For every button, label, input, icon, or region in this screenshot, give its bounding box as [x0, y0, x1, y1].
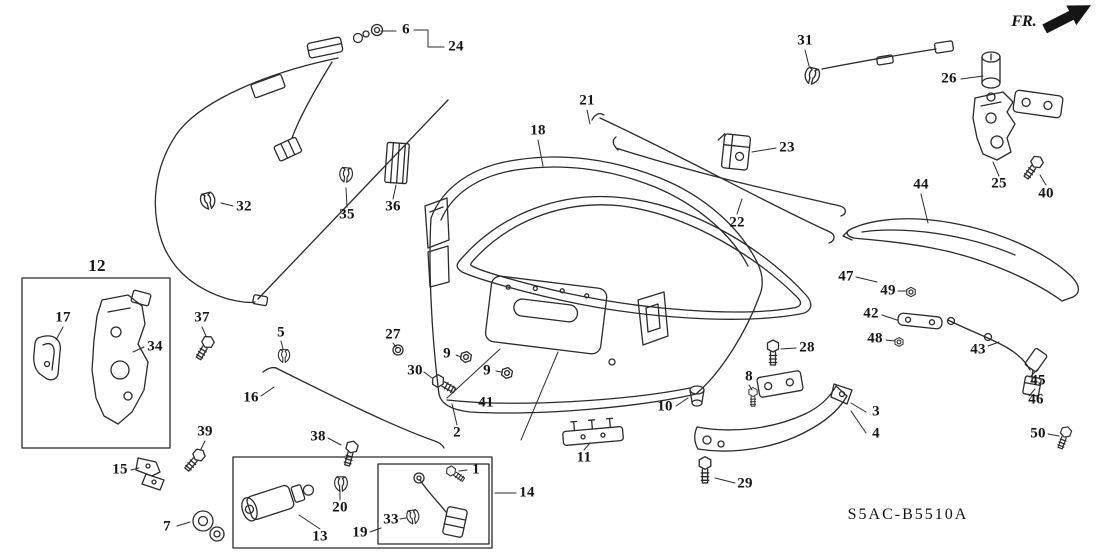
callout-42: 42 — [863, 305, 879, 322]
license-bracket — [562, 417, 624, 446]
callout-20: 20 — [332, 499, 348, 516]
striker — [33, 335, 61, 381]
callout-15: 15 — [112, 461, 128, 478]
fr-direction-arrow-icon — [1042, 5, 1091, 34]
callout-24: 24 — [448, 38, 464, 55]
callout-12: 12 — [88, 256, 106, 275]
callout-9a: 9 — [443, 345, 451, 362]
callout-47: 47 — [838, 268, 854, 285]
trunk-release-cable — [154, 23, 449, 307]
callout-34: 34 — [147, 338, 163, 355]
callout-30: 30 — [407, 362, 423, 379]
callout-2: 2 — [453, 424, 461, 441]
callout-21: 21 — [579, 92, 595, 109]
trunk-weatherstrip — [456, 195, 812, 320]
spoiler-group — [842, 218, 1080, 451]
grommet — [192, 510, 214, 532]
brake-light-harness — [947, 319, 1034, 382]
callout-9b: 9 — [483, 362, 491, 379]
callout-40: 40 — [1038, 185, 1054, 202]
small-brackets — [135, 457, 165, 491]
latch-assembly-box — [21, 277, 171, 449]
callout-3: 3 — [872, 403, 880, 420]
callout-16: 16 — [243, 389, 259, 406]
callout-25: 25 — [991, 175, 1007, 192]
callout-10: 10 — [657, 398, 673, 415]
callout-39: 39 — [197, 423, 213, 440]
callout-45: 45 — [1030, 372, 1046, 389]
callout-11: 11 — [576, 449, 592, 466]
lock-bracket — [972, 91, 1016, 161]
callout-28: 28 — [799, 339, 815, 356]
callout-1: 1 — [472, 461, 480, 478]
callout-8: 8 — [745, 368, 753, 385]
callout-32: 32 — [236, 198, 252, 215]
callout-27: 27 — [385, 326, 401, 343]
latch-23 — [717, 133, 752, 171]
trunk-hinge — [694, 339, 853, 484]
torsion-bars — [591, 113, 847, 244]
opener-connector — [442, 506, 468, 538]
license-plate-recess — [484, 275, 608, 355]
lock-cylinder — [981, 51, 1001, 102]
small-fasteners — [135, 141, 514, 542]
callout-44: 44 — [913, 176, 929, 193]
cable-connector — [273, 136, 303, 162]
trunk-pad — [384, 141, 410, 185]
callout-35: 35 — [339, 206, 355, 223]
diagram-code: S5AC-B5510A — [847, 506, 969, 523]
callout-5: 5 — [277, 324, 285, 341]
callout-33: 33 — [383, 511, 399, 528]
leader-lines — [55, 29, 1060, 533]
callout-22: 22 — [729, 214, 745, 231]
callout-50: 50 — [1030, 425, 1046, 442]
cable-clip-ring — [370, 23, 384, 37]
key-cylinder — [241, 484, 315, 522]
callout-37: 37 — [194, 309, 210, 326]
callout-38: 38 — [310, 428, 326, 445]
callout-6: 6 — [402, 21, 410, 38]
callout-49: 49 — [880, 282, 896, 299]
lock-cylinder-group — [717, 40, 1064, 182]
trunk-latch — [91, 289, 152, 425]
callout-36: 36 — [385, 198, 401, 215]
callout-4: 4 — [872, 425, 880, 442]
callout-19: 19 — [352, 524, 368, 541]
callout-48: 48 — [867, 330, 883, 347]
callout-13: 13 — [312, 528, 328, 545]
callout-29: 29 — [737, 475, 753, 492]
callout-41: 41 — [478, 394, 494, 411]
callout-17: 17 — [55, 309, 71, 326]
key-cylinder-box — [232, 456, 493, 549]
callout-14: 14 — [519, 484, 535, 501]
callout-46: 46 — [1028, 391, 1044, 408]
callout-18: 18 — [530, 122, 546, 139]
callout-7: 7 — [163, 518, 171, 535]
callout-26: 26 — [941, 70, 957, 87]
callout-23: 23 — [779, 139, 795, 156]
callout-43: 43 — [970, 341, 986, 358]
fr-label: FR. — [1011, 13, 1037, 30]
trunk-rod — [262, 366, 445, 449]
cushions — [689, 385, 758, 407]
callout-31: 31 — [797, 32, 813, 49]
